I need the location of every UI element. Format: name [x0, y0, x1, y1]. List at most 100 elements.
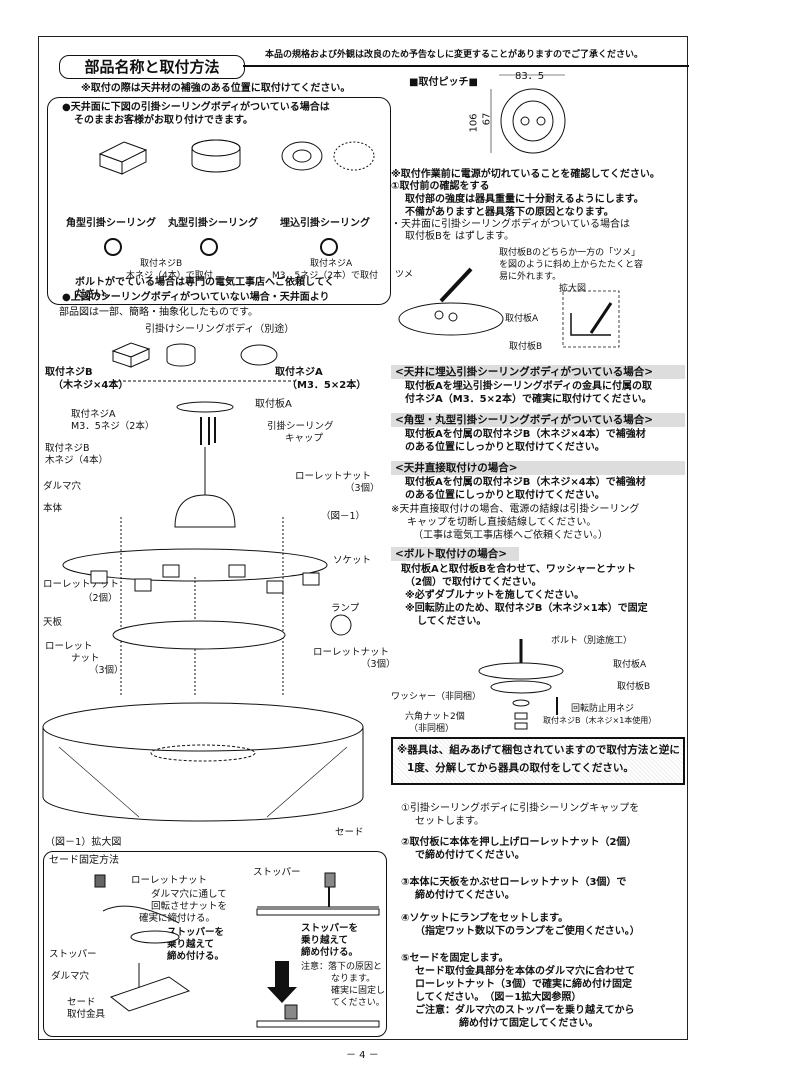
screw-b2-desc: 木ネジ（4本）: [45, 455, 109, 466]
bolt-label: ボルト（別途施工）: [551, 636, 633, 646]
power-line8: を図のように斜め上からたたくと容: [499, 260, 644, 270]
fig1-over2-2: 乗り越えて: [301, 935, 349, 946]
section-bolt-line3: ※必ずダブルナットを施してください。: [405, 590, 585, 601]
power-line4: 不備がありますと器具落下の原因となります。: [405, 207, 614, 218]
type-square-label: 角型引掛シーリング: [66, 218, 156, 229]
knurl-nut-sub2: （2個）: [83, 593, 118, 604]
fig1-over2-3: 締め付ける。: [301, 947, 359, 958]
fig1-daruma-label: ダルマ穴: [51, 971, 90, 982]
fig1-caution4: てください。: [331, 998, 385, 1008]
knurl-nut-label3b: ナット: [71, 653, 100, 664]
bolt-mount-illustration: [478, 639, 564, 730]
ceiling-line2: そのままお客様がお取り付けできます。: [74, 115, 253, 126]
bolt-plate-a-label: 取付板A: [613, 660, 647, 670]
ceiling-bottom3: ださい。: [75, 289, 115, 300]
ok-circle-icon: [104, 238, 122, 256]
spec-notice: 本品の規格および外観は改良のため予告なしに変更することがありますのでご了承くださ…: [265, 50, 644, 60]
fig1-caution1: 注意：落下の原因と: [301, 962, 383, 972]
step4-line1: ④ソケットにランプをセットします。: [401, 913, 569, 924]
knurl-nut-label3c: （3個）: [89, 665, 124, 676]
exploded-assembly-illustration: [42, 401, 364, 822]
fig1-caution2: なります。: [331, 974, 376, 984]
power-line1: ※取付作業前に電源が切れていることを確認してください。: [391, 169, 660, 180]
step2-line2: で締め付けてください。: [415, 850, 525, 861]
bolt-plate-b-label: 取付板B: [617, 682, 651, 692]
knurl-nut-sub4: （3個）: [361, 659, 396, 670]
fig1-over3: 締め付ける。: [167, 951, 225, 962]
power-line7: 取付板Bのどちらか一方の「ツメ」: [499, 248, 641, 258]
hex-nut-sub: （非同梱）: [409, 724, 455, 734]
fig1-fitting-label: 取付金具: [67, 1009, 106, 1020]
pitch-width: 83．5: [515, 71, 545, 82]
section-bolt-line5: してください。: [417, 616, 487, 627]
round-ceiling-illustration: [191, 139, 241, 173]
top-plate-label: 天板: [43, 617, 63, 628]
step5-line2: セード取付金具部分を本体のダルマ穴に合わせて: [415, 966, 635, 977]
disassembly-warning: ※器具は、組みあげて梱包されていますので取付方法と逆に 1度、分解してから器具の…: [391, 737, 685, 785]
fig1-instr1: ダルマ穴に通して: [151, 889, 227, 900]
embedded-ceiling-illustration: [281, 141, 375, 171]
fig1-title: （図－1）拡大図: [45, 837, 122, 848]
knurl-nut-sub1: （3個）: [345, 483, 380, 494]
warning-line1: ※器具は、組みあげて梱包されていますので取付方法と逆に: [397, 744, 680, 756]
ok-circle-icon: [200, 238, 218, 256]
fig1-over1: ストッパーを: [167, 927, 225, 938]
fig1-illustration: [94, 872, 380, 1028]
lamp-label: ランプ: [331, 603, 360, 614]
pitch-diagram: [490, 74, 566, 154]
section-direct-line1: 取付板Aを付属の取付ネジB（木ネジ×4本）で補強材: [405, 477, 646, 488]
fig1-instr2: 回転させナットを: [151, 901, 228, 912]
screw-a-desc: M3．5ネジ（2本）で取付: [272, 271, 378, 281]
knurl-nut-label3a: ローレット: [45, 641, 93, 652]
daruma-hole-label: ダルマ穴: [43, 481, 82, 492]
pitch-height: 106: [468, 113, 480, 133]
body-label: 本体: [43, 503, 63, 514]
screw-b2-label: 取付ネジB: [45, 443, 90, 454]
plate-a-label: 取付板A: [505, 314, 539, 324]
socket-label: ソケット: [333, 555, 372, 566]
step2-line1: ②取付板に本体を押し上げローレットナット（2個）: [401, 837, 637, 848]
step5-line6: 締め付けて固定してください。: [459, 1018, 599, 1029]
fig1-box: [43, 851, 387, 1037]
cap-label: 引掛シーリング: [267, 421, 334, 432]
section-embedded-head: <天井に埋込引掛シーリングボディがついている場合>: [391, 365, 685, 379]
section-square-line1: 取付板Aを付属の取付ネジB（木ネジ×4本）で補強材: [405, 429, 646, 440]
washer-label: ワッシャー（非同梱）: [391, 692, 482, 702]
power-line9: 易に外れます。: [499, 272, 562, 282]
fig1-ref-label: （図－1）: [321, 511, 366, 522]
type-embedded-label: 埋込引掛シーリング: [280, 218, 370, 229]
fig1-knurl-label: ローレットナット: [131, 875, 208, 886]
power-line2: ①取付前の確認をする: [391, 181, 490, 192]
page-number: － 4 －: [346, 1050, 379, 1061]
anti-rotation-label: 回転防止用ネジ: [571, 704, 635, 714]
mounting-note: ※取付の際は天井材の補強のある位置に取付けてください。: [81, 83, 351, 94]
section-square-head: <角型・丸型引掛シーリングボディがついている場合>: [391, 413, 685, 427]
section-bolt-head: <ボルト取付けの場合>: [391, 547, 519, 561]
plate-removal-illustration: [398, 267, 620, 348]
section-bolt-line2: （2個）で取付けてください。: [405, 577, 542, 588]
fig1-caution3: 確実に固定し: [331, 986, 386, 996]
step5-line5: ご注意：ダルマ穴のストッパーを乗り越えてから: [415, 1005, 635, 1016]
plate-b-label: 取付板B: [509, 342, 543, 352]
ceiling-line1: ●天井面に下図の引掛シーリングボディがついている場合は: [62, 102, 330, 113]
anti-rotation-sub: 取付ネジB（木ネジ×1本使用）: [543, 716, 657, 725]
ok-circle-icon: [320, 238, 338, 256]
fig1-over2: 乗り越えて: [167, 939, 215, 950]
step3-line2: 締め付けてください。: [415, 890, 515, 901]
screw-a-label: 取付ネジA: [310, 259, 353, 269]
cap-label2: キャップ: [285, 433, 324, 444]
power-line3: 取付部の強度は器具重量に十分耐えるようにします。: [405, 194, 644, 205]
screw-b-part-label: 取付ネジB: [45, 367, 93, 378]
step5-line3: ローレットナット（3個）で確実に締め付け固定: [415, 979, 632, 990]
section-square-line2: のある位置にしっかりと取付けてください。: [405, 442, 605, 453]
fig1-over2-1: ストッパーを: [301, 923, 359, 934]
screw-a-part-sub: （M3．5×2本）: [287, 380, 367, 391]
step3-line1: ③本体に天板をかぶせローレットナット（3個）で: [401, 877, 627, 888]
power-line6: 取付板Bを はずします。: [405, 231, 515, 242]
knurl-nut-label4: ローレットナット: [313, 647, 390, 658]
section-embedded-line1: 取付板Aを埋込引掛シーリングボディの金具に付属の取: [405, 381, 653, 392]
fig1-instr3: 確実に締付ける。: [139, 913, 216, 924]
ceiling-bodies-illustration: [111, 342, 295, 382]
section-direct-head: <天井直接取付けの場合>: [391, 461, 685, 475]
ceiling-types-box: ●天井面に下図の引掛シーリングボディがついている場合は そのままお客様がお取り付…: [47, 97, 391, 305]
